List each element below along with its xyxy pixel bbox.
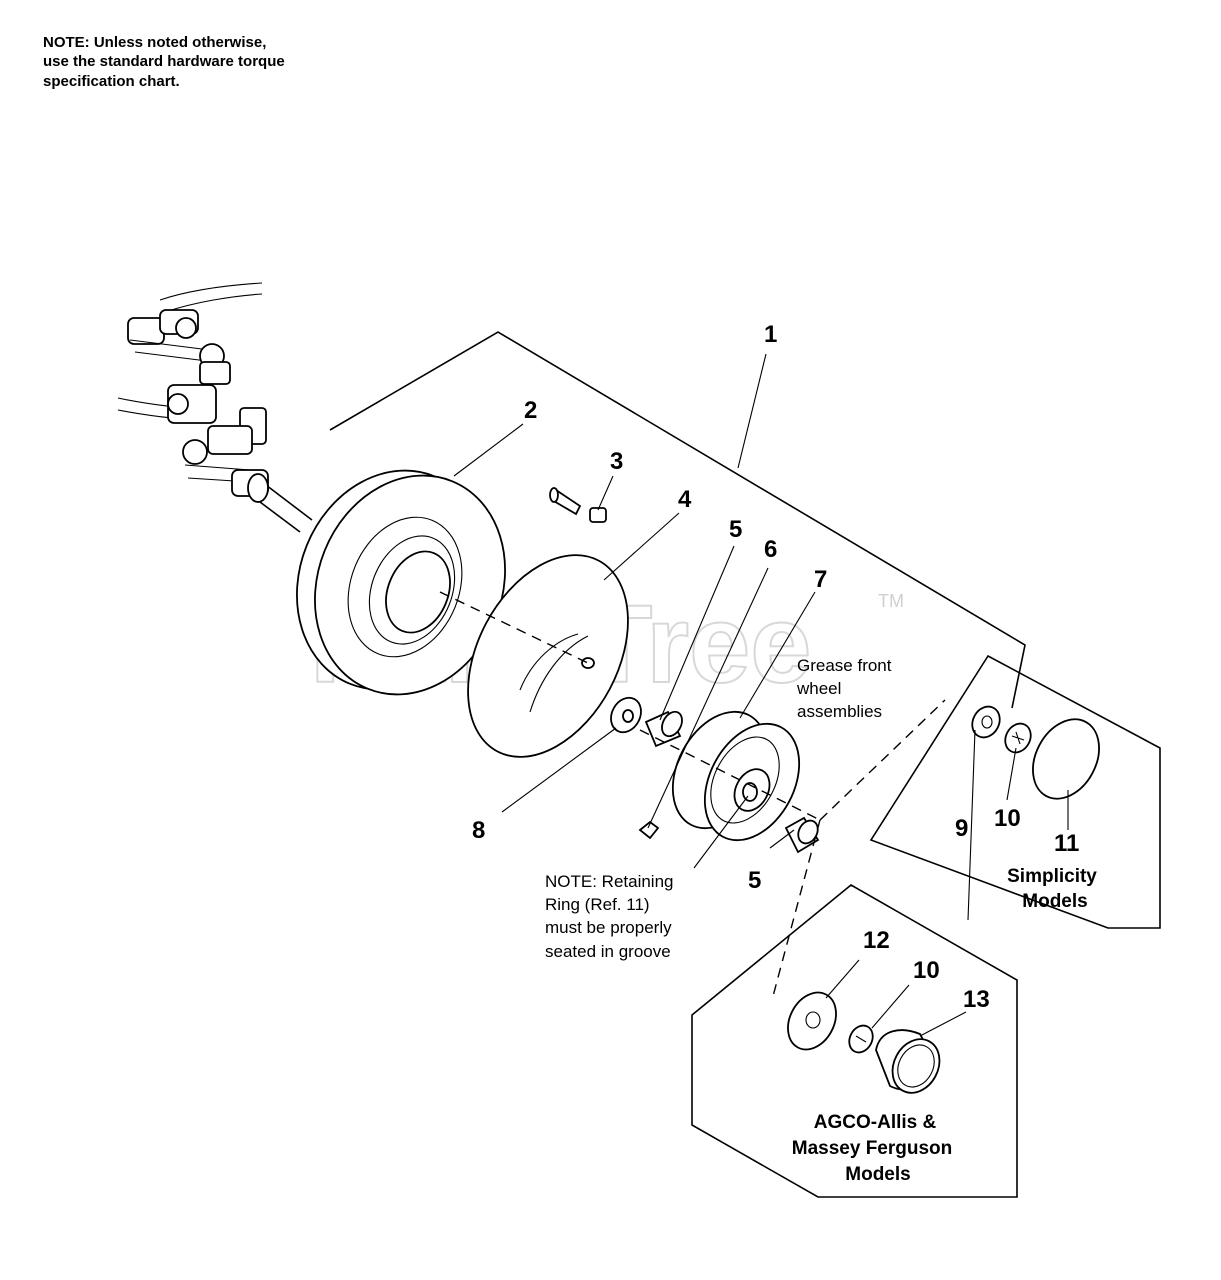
simplicity-label: Simplicity Models (1007, 866, 1097, 912)
callout-7: 7 (814, 566, 827, 593)
callout-10-simplicity: 10 (994, 805, 1021, 832)
retaining-note-line-4: seated in groove (545, 942, 671, 961)
hub-cap-12 (787, 991, 837, 1051)
callout-4: 4 (678, 486, 692, 513)
simplicity-label-line-2: Models (1022, 891, 1087, 912)
retaining-note-line-1: NOTE: Retaining (545, 872, 674, 891)
axis-dash-simplicity (819, 699, 946, 821)
retaining-note-line-2: Ring (Ref. 11) (545, 895, 650, 914)
cap-11 (1032, 718, 1100, 800)
tire (296, 469, 506, 696)
valve-stem (549, 487, 607, 523)
assembly-bracket (329, 331, 1026, 709)
simplicity-group (869, 654, 1161, 929)
washer-9 (971, 705, 1001, 739)
bushing-upper (644, 710, 683, 748)
callout-8: 8 (472, 817, 485, 844)
callout-5-upper: 5 (729, 516, 742, 543)
grease-note-line-1: Grease front (797, 656, 892, 675)
callout-10-agco: 10 (913, 957, 940, 984)
agco-group (691, 884, 1018, 1198)
torque-note-line-1: NOTE: Unless noted otherwise, (43, 34, 266, 51)
agco-label-line-1: AGCO-Allis & (814, 1112, 937, 1133)
torque-note: NOTE: Unless noted otherwise, use the st… (43, 34, 285, 90)
axis-dash-main (439, 591, 821, 821)
torque-note-line-2: use the standard hardware torque (43, 53, 285, 70)
grease-note: Grease front wheel assemblies (796, 656, 892, 721)
watermark-tm: TM (878, 591, 904, 611)
agco-label-line-3: Models (845, 1164, 910, 1185)
axle-linkage (117, 282, 313, 533)
grease-fitting (638, 820, 660, 840)
torque-note-line-3: specification chart. (43, 73, 180, 90)
grease-note-line-3: assemblies (797, 702, 882, 721)
wheel-rim (671, 710, 801, 842)
callout-2: 2 (524, 397, 537, 424)
callout-5-lower: 5 (748, 867, 761, 894)
agco-label-line-2: Massey Ferguson (792, 1138, 953, 1159)
callout-12: 12 (863, 927, 890, 954)
grease-note-line-2: wheel (796, 679, 841, 698)
agco-label: AGCO-Allis & Massey Ferguson Models (792, 1112, 953, 1185)
retaining-ring-note: NOTE: Retaining Ring (Ref. 11) must be p… (545, 872, 674, 961)
simplicity-label-line-1: Simplicity (1007, 866, 1097, 887)
callout-3: 3 (610, 448, 623, 475)
callout-6: 6 (764, 536, 777, 563)
callouts: 1 2 3 4 5 6 7 8 5 9 10 11 12 10 13 (472, 321, 1079, 1013)
callout-11: 11 (1054, 830, 1079, 857)
inner-tube (467, 554, 629, 758)
bearing-washer (610, 696, 642, 734)
leader-lines (453, 353, 1069, 1037)
bushing-lower (784, 816, 820, 854)
retaining-note-line-3: must be properly (545, 918, 672, 937)
callout-1: 1 (764, 321, 777, 348)
axis-dash-agco (771, 819, 821, 1001)
callout-9: 9 (955, 815, 968, 842)
callout-13: 13 (963, 986, 990, 1013)
